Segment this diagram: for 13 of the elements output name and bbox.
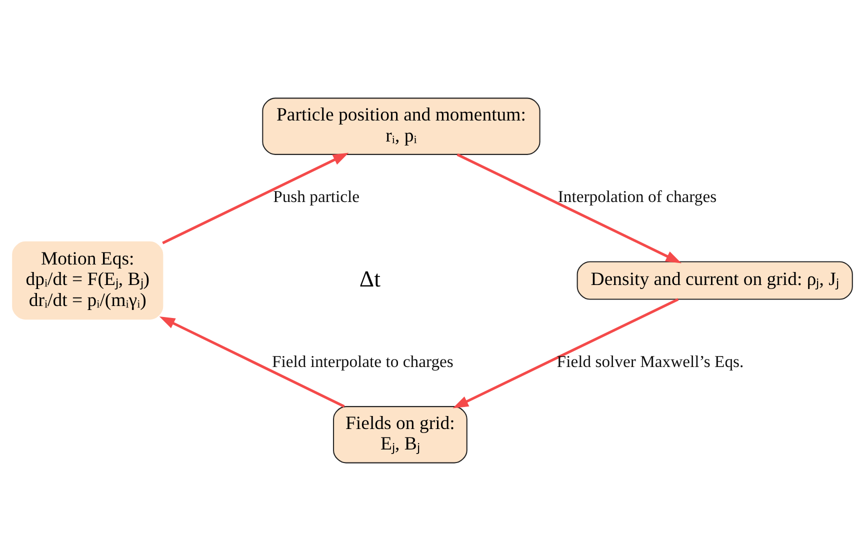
arrow — [456, 152, 682, 263]
edge-label: Interpolation of charges — [558, 186, 717, 206]
node-box: Motion Eqs: dpᵢ/dt = F(Eⱼ, Bⱼ) drᵢ/dt = pᵢ/(mᵢγᵢ) — [12, 240, 164, 320]
edge-label: Field solver Maxwell’s Eqs. — [556, 351, 744, 370]
edge-label: Field interpolate to charges — [272, 351, 454, 370]
node-box: Particle position and momentum: rᵢ, pᵢ — [262, 97, 540, 154]
arrow — [452, 298, 679, 408]
node-box: Density and current on grid: ρⱼ, Jⱼ — [576, 260, 853, 300]
label: Δt — [359, 266, 381, 291]
edge-label: Push particle — [273, 186, 360, 206]
arrow — [159, 316, 345, 408]
node-box: Fields on grid: Eⱼ, Bⱼ — [333, 406, 468, 463]
arrow — [162, 152, 349, 244]
